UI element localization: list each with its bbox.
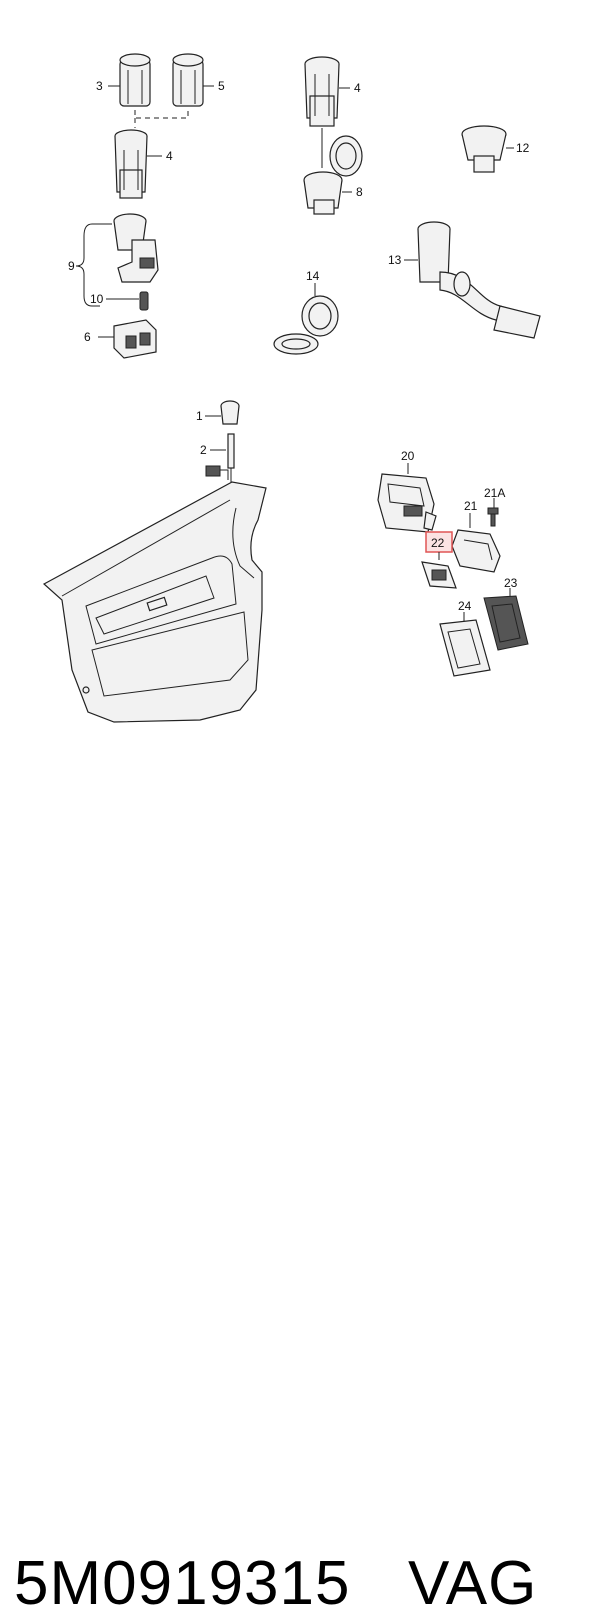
callout-10: 10 — [90, 292, 104, 306]
callout-14: 14 — [306, 269, 320, 283]
parts-diagram: 3 5 4 9 10 6 — [42, 53, 541, 723]
part-24-frame — [439, 619, 491, 677]
caption-area: 5M0919315 VAG — [0, 770, 600, 1618]
callout-4-b: 4 — [354, 81, 361, 95]
part-21-switch-housing — [451, 529, 501, 573]
part-5-cap — [172, 53, 204, 107]
callout-8: 8 — [356, 185, 363, 199]
part-14-flap-ring — [273, 295, 339, 355]
part-21a-screw — [487, 507, 499, 527]
callout-21a: 21A — [484, 486, 505, 500]
callout-13: 13 — [388, 253, 402, 267]
part-4-socket-b — [304, 56, 340, 127]
callout-21: 21 — [464, 499, 478, 513]
callout-9: 9 — [68, 259, 75, 273]
part-1-bulb — [220, 400, 240, 425]
part-8-flap-socket — [303, 135, 363, 215]
part-22-highlight-box: 22 — [425, 531, 453, 553]
brand-name: VAG — [408, 1549, 538, 1618]
door-trim-panel — [42, 481, 267, 723]
callout-4-a: 4 — [166, 149, 173, 163]
callout-2: 2 — [200, 443, 207, 457]
part-10-clip — [139, 291, 149, 311]
callout-20: 20 — [401, 449, 415, 463]
part-4-socket-a — [114, 129, 148, 199]
callout-12: 12 — [516, 141, 530, 155]
callout-3: 3 — [96, 79, 103, 93]
part-2-lamp-wire — [205, 433, 235, 494]
part-6-connector — [113, 319, 157, 359]
part-23-button-panel — [483, 595, 529, 651]
part-12-ring — [461, 125, 507, 173]
part-20-control-unit — [377, 473, 437, 533]
callout-22: 22 — [431, 536, 445, 550]
part-22-bracket — [421, 561, 457, 589]
part-13-socket-harness — [417, 221, 541, 339]
callout-6: 6 — [84, 330, 91, 344]
callout-24: 24 — [458, 599, 472, 613]
part-9-holder — [113, 213, 159, 283]
part-number: 5M0919315 — [14, 1549, 351, 1618]
part-3-cap — [119, 53, 151, 107]
callout-5: 5 — [218, 79, 225, 93]
callout-23: 23 — [504, 576, 518, 590]
callout-1: 1 — [196, 409, 203, 423]
